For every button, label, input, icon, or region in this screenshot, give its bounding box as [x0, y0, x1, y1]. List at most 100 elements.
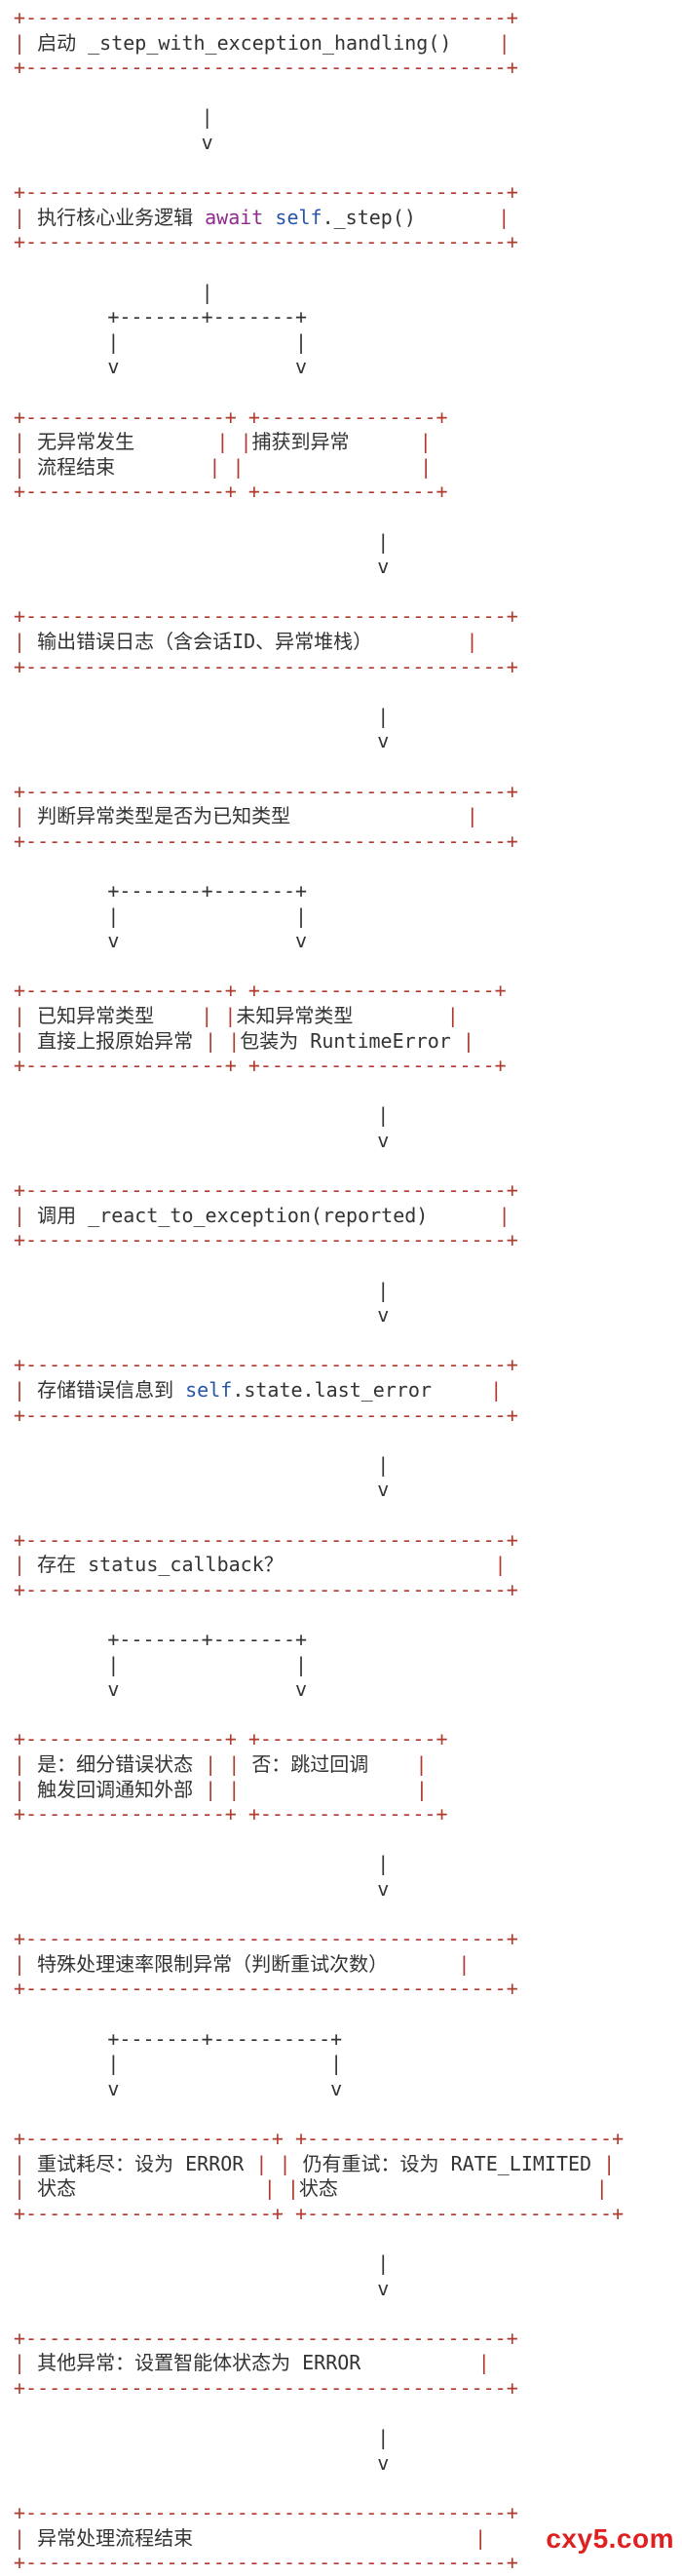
line-text: 启动 _step_with_exception_handling() — [37, 30, 452, 55]
box-border: +-----------------+ +---------------+ — [14, 1802, 448, 1826]
line-text: | — [14, 280, 213, 304]
line-text: 触发回调通知外部 — [37, 1777, 194, 1801]
diagram-line: | 触发回调通知外部 | | | — [14, 1776, 428, 1803]
diagram-line: | — [14, 2249, 389, 2277]
diagram-line: | — [14, 103, 213, 131]
box-border: | — [14, 1951, 38, 1976]
line-text: | — [14, 2426, 390, 2450]
diagram-line: +---------------------------------------… — [14, 2374, 518, 2402]
box-border: | | — [244, 2151, 303, 2175]
box-border: | — [14, 430, 38, 454]
line-text: 状态 — [298, 2176, 338, 2201]
diagram-line: | — [14, 1277, 389, 1304]
line-text: | — [14, 529, 390, 554]
box-border: +-----------------+ +-------------------… — [14, 979, 507, 1003]
line-text: v — [14, 1478, 390, 1502]
line-text: | — [14, 704, 390, 728]
diagram-line: v — [14, 1301, 389, 1328]
line-text: 执行核心业务逻辑 — [37, 205, 206, 229]
diagram-line: +---------------------------------------… — [14, 1526, 518, 1554]
diagram-line: +---------------------------------------… — [14, 2549, 518, 2576]
diagram-line: | 已知异常类型 | |未知异常类型 | — [14, 1002, 459, 1029]
line-text: 存储错误信息到 — [37, 1378, 186, 1402]
diagram-line: v — [14, 1476, 389, 1503]
line-text: v — [14, 1877, 390, 1901]
box-border: | — [360, 2351, 490, 2375]
diagram-line: | 特殊处理速率限制异常（判断重试次数） | — [14, 1950, 470, 1978]
line-text: +-------+-------+ — [14, 1628, 308, 1651]
line-text: | | — [14, 2052, 343, 2076]
box-border: | — [591, 2151, 616, 2175]
diagram-line: +-------+-------+ — [14, 877, 307, 904]
box-border: | — [388, 1951, 471, 1976]
box-border: | — [450, 1028, 474, 1053]
diagram-line: v v — [14, 927, 307, 954]
line-text: | — [14, 105, 213, 130]
diagram-line: v — [14, 129, 213, 156]
box-border: | — [14, 630, 38, 653]
diagram-line: | | — [14, 903, 307, 930]
diagram-line: +-----------------+ +---------------+ — [14, 478, 448, 505]
diagram-line: +---------------------------------------… — [14, 778, 518, 805]
line-text: 输出错误日志（含会话ID、异常堆栈） — [37, 630, 373, 653]
line-text: v v — [14, 1677, 308, 1702]
box-border: +---------------------+ +---------------… — [14, 2201, 625, 2225]
box-border: | | — [193, 1028, 241, 1053]
line-text: 未知异常类型 — [236, 1004, 354, 1027]
line-text: +-------+-------+ — [14, 305, 308, 329]
box-border: | | — [76, 2176, 299, 2201]
line-text: 否：跳过回调 — [251, 1752, 369, 1776]
box-border: +---------------------------------------… — [14, 1228, 518, 1252]
diagram-line: +---------------------------------------… — [14, 54, 518, 81]
line-text: v v — [14, 2076, 343, 2100]
diagram-line: v v — [14, 1675, 307, 1703]
diagram-line: +---------------------------------------… — [14, 1402, 518, 1429]
box-border: +---------------------------------------… — [14, 2551, 518, 2575]
box-border: | | — [193, 1777, 241, 1801]
line-text: v v — [14, 355, 308, 379]
line-text: 是：细分错误状态 — [37, 1752, 194, 1776]
line-text: 特殊处理速率限制异常（判断重试次数） — [37, 1951, 389, 1976]
diagram-line: v — [14, 553, 389, 580]
diagram-line: | 判断异常类型是否为已知类型 | — [14, 802, 478, 829]
line-text: ._step() — [322, 205, 416, 229]
diagram-line: +-------+----------+ — [14, 2025, 342, 2053]
line-text — [263, 206, 275, 229]
diagram-line: +-----------------+ +-------------------… — [14, 977, 507, 1004]
box-border: +---------------------------------------… — [14, 1977, 518, 2001]
diagram-line: | 存储错误信息到 self.state.last_error | — [14, 1376, 502, 1403]
diagram-line: +---------------------------------------… — [14, 1925, 518, 1952]
diagram-line: +---------------------------------------… — [14, 4, 518, 31]
diagram-line: | 无异常发生 | |捕获到异常 | — [14, 428, 432, 455]
diagram-line: v — [14, 2275, 389, 2302]
box-border: +---------------------------------------… — [14, 828, 518, 853]
line-text: v — [14, 2450, 390, 2475]
line-text: 仍有重试：设为 RATE_LIMITED — [302, 2151, 592, 2175]
diagram-line: v v — [14, 353, 307, 380]
box-border: +---------------------------------------… — [14, 180, 518, 205]
diagram-line: | | — [14, 2050, 342, 2077]
diagram-line: | 流程结束 | | | — [14, 453, 432, 481]
box-border: | — [14, 2525, 38, 2550]
line-text: v — [14, 1129, 390, 1152]
box-border: | — [415, 205, 511, 229]
diagram-line: v — [14, 1127, 389, 1154]
line-text: 包装为 RuntimeError — [240, 1028, 451, 1053]
line-text: | — [14, 1852, 390, 1876]
box-border: +---------------------------------------… — [14, 1527, 518, 1552]
box-border: +---------------------------------------… — [14, 2326, 518, 2350]
box-border: | — [193, 2525, 487, 2550]
diagram-line: | 重试耗尽：设为 ERROR | | 仍有重试：设为 RATE_LIMITED… — [14, 2150, 615, 2177]
diagram-line: v — [14, 727, 389, 754]
line-text: v — [14, 131, 213, 154]
box-border: | — [349, 430, 432, 454]
diagram-line: +---------------------------------------… — [14, 178, 518, 206]
box-border: | — [14, 1752, 38, 1776]
line-text: 异常处理流程结束 — [37, 2525, 194, 2550]
diagram-line: +-------+-------+ — [14, 303, 307, 330]
diagram-line: | 输出错误日志（含会话ID、异常堆栈） | — [14, 628, 478, 655]
box-border: | — [14, 1777, 38, 1801]
diagram-line: +-------+-------+ — [14, 1626, 307, 1653]
diagram-line: +---------------------------------------… — [14, 827, 518, 855]
